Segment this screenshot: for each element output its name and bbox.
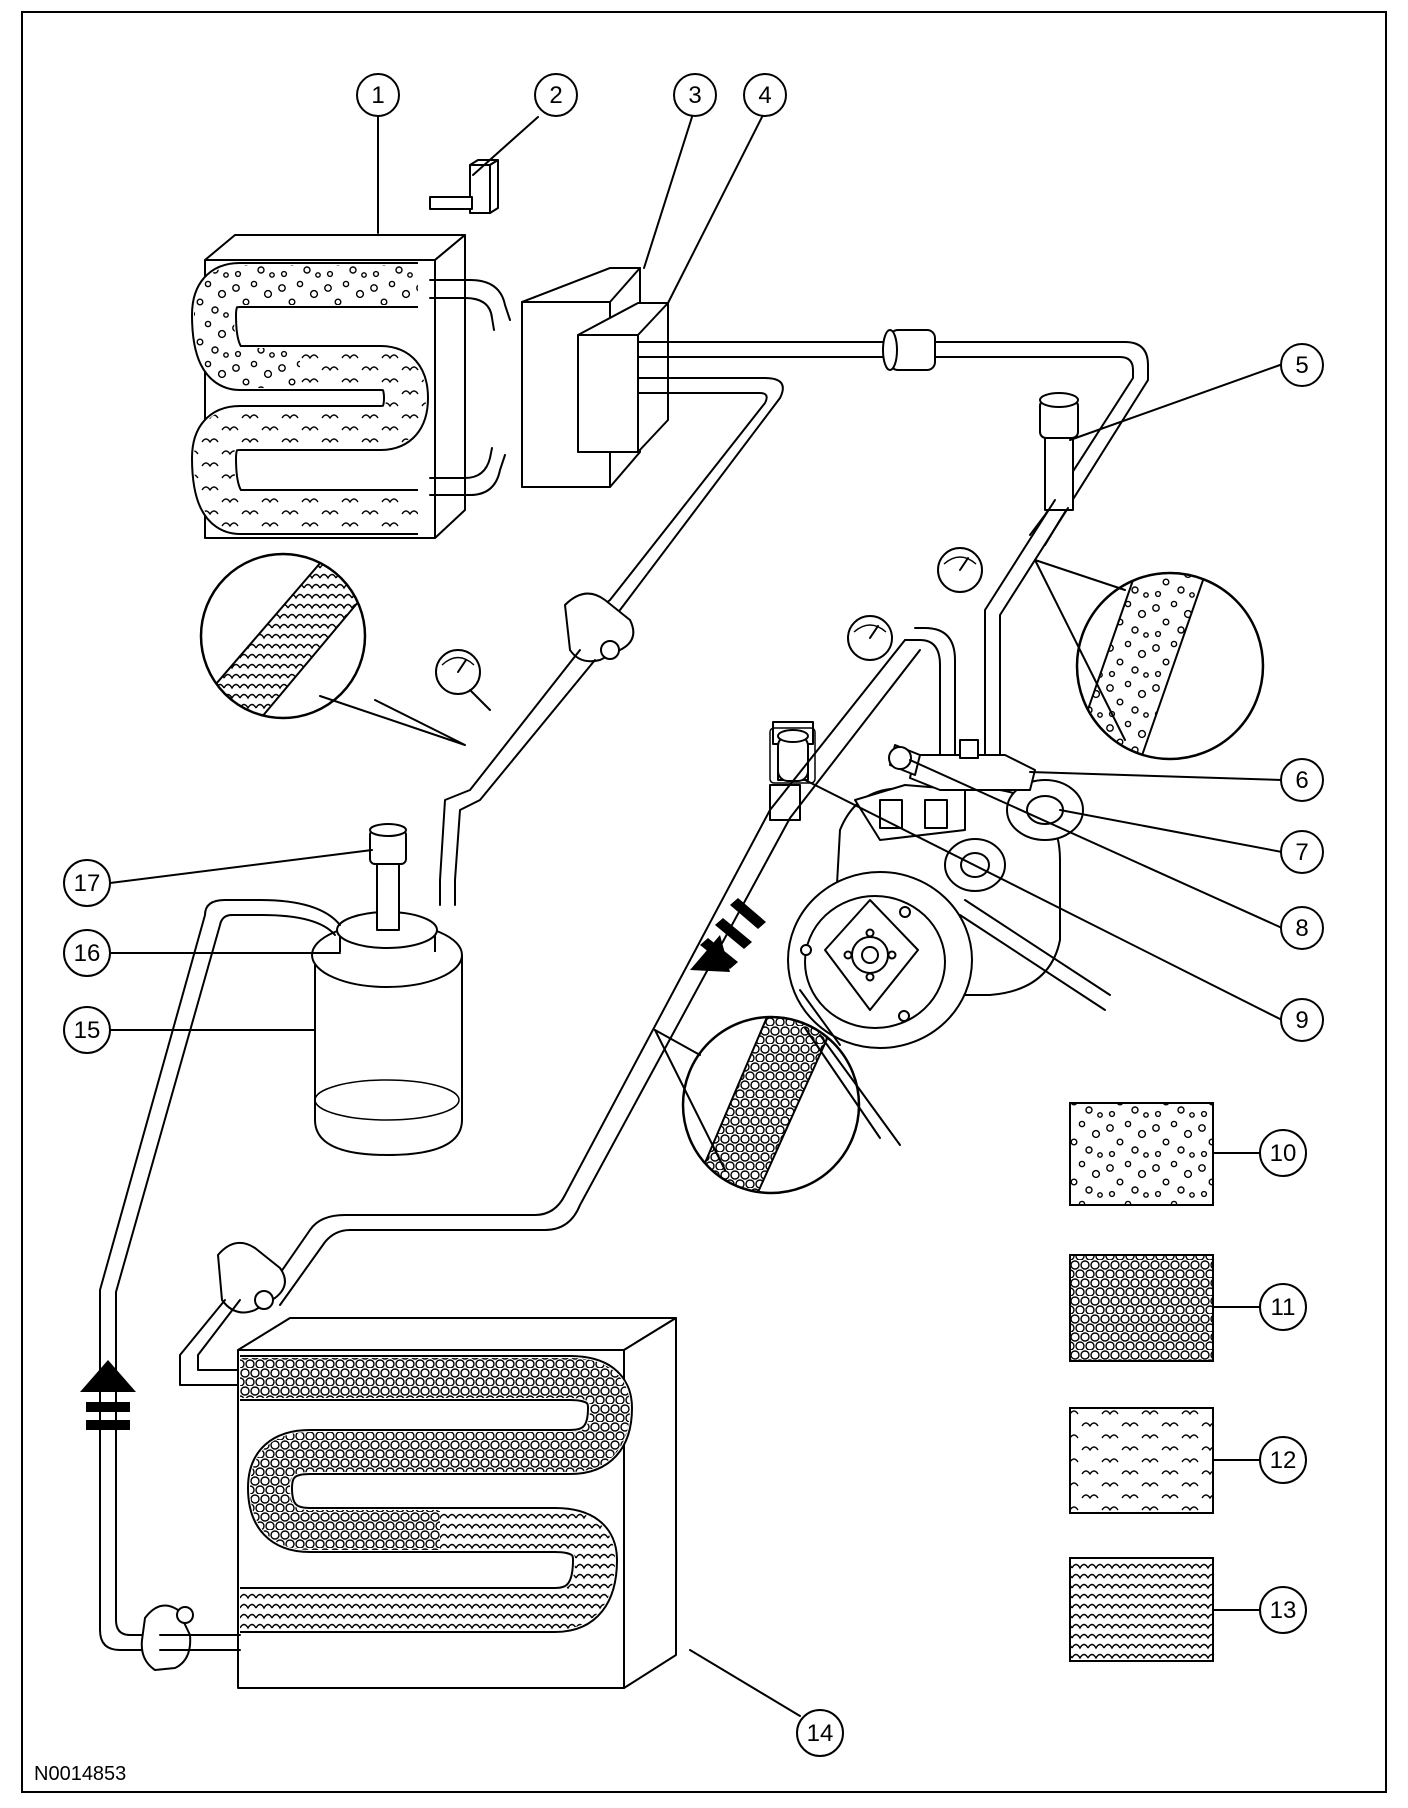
zoom-callout-mid: [654, 1015, 861, 1195]
callout-8: 8: [1280, 906, 1324, 950]
callout-4: 4: [743, 73, 787, 117]
compressor-manifold: [888, 739, 1036, 791]
legend-swatch-dense-waves: [1069, 1557, 1214, 1662]
suction-line-upper: [637, 341, 891, 358]
legend-swatch-sparse-waves: [1069, 1407, 1214, 1514]
callout-11: 11: [1259, 1283, 1307, 1331]
pressure-gauge-left: [435, 649, 491, 711]
callout-7: 7: [1280, 830, 1324, 874]
svg-text:9: 9: [1295, 1007, 1308, 1034]
flow-arrow-up: [80, 1360, 136, 1430]
zoom-callout-right: [1034, 559, 1265, 761]
compressor: [787, 779, 1111, 1146]
svg-text:7: 7: [1295, 839, 1308, 866]
callout-12: 12: [1259, 1436, 1307, 1484]
evap-tube-lower: [429, 454, 506, 496]
callout-14: 14: [796, 1709, 844, 1757]
callout-16: 16: [63, 929, 111, 977]
accumulator: [311, 823, 463, 1156]
page-border: [21, 11, 1387, 1793]
legend-swatch-dense-bubbles: [1069, 1254, 1214, 1362]
svg-text:10: 10: [1270, 1140, 1297, 1167]
temperature-sensor: [429, 159, 499, 214]
svg-text:4: 4: [758, 82, 771, 109]
evap-tube-upper: [429, 279, 511, 321]
svg-text:15: 15: [74, 1017, 101, 1044]
svg-text:2: 2: [549, 82, 562, 109]
callout-9: 9: [1280, 998, 1324, 1042]
service-valve-high: [1039, 392, 1079, 511]
line-clamp-upper: [564, 592, 635, 663]
legend-swatch-sparse-bubbles: [1069, 1102, 1214, 1206]
leader-lines: [109, 116, 1283, 1717]
zoom-callout-left: [199, 552, 466, 746]
callout-6: 6: [1280, 758, 1324, 802]
pressure-switch: [769, 721, 816, 821]
callout-2: 2: [534, 73, 578, 117]
svg-text:1: 1: [371, 82, 384, 109]
svg-text:3: 3: [688, 82, 701, 109]
flow-arrow-down: [690, 898, 766, 972]
callout-17: 17: [63, 859, 111, 907]
callout-13: 13: [1259, 1586, 1307, 1634]
line-block-to-accumulator: [604, 377, 784, 626]
svg-text:17: 17: [74, 870, 101, 897]
svg-text:11: 11: [1271, 1294, 1296, 1321]
svg-text:5: 5: [1295, 352, 1308, 379]
svg-text:14: 14: [807, 1720, 834, 1747]
pressure-gauge-suction: [847, 615, 893, 661]
liquid-line: [264, 639, 906, 1296]
svg-text:6: 6: [1295, 767, 1308, 794]
svg-text:16: 16: [74, 940, 101, 967]
callout-1: 1: [356, 73, 400, 117]
evaporator-core: [191, 234, 466, 539]
pressure-gauge-discharge: [937, 547, 983, 593]
svg-text:12: 12: [1270, 1447, 1297, 1474]
callout-10: 10: [1259, 1129, 1307, 1177]
figure-id: N0014853: [34, 1763, 126, 1785]
accumulator-outlet-line: [99, 899, 341, 1651]
line-clamp-condenser-outlet: [140, 1604, 194, 1671]
line-clamp-lower: [217, 1241, 286, 1314]
callout-15: 15: [63, 1006, 111, 1054]
callout-5: 5: [1280, 343, 1324, 387]
suction-line-coupling: [882, 329, 936, 371]
svg-text:13: 13: [1270, 1597, 1297, 1624]
callout-3: 3: [673, 73, 717, 117]
condenser-core: [237, 1317, 677, 1689]
svg-text:8: 8: [1295, 915, 1308, 942]
